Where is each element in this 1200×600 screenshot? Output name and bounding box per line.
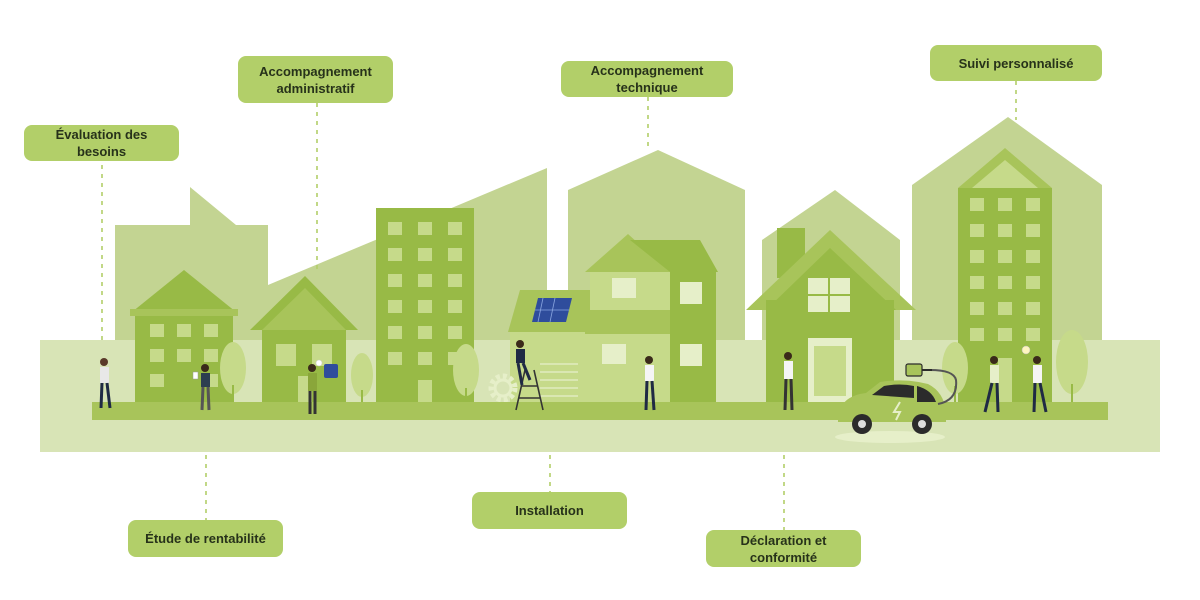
plug-icon bbox=[905, 363, 958, 405]
lightbulb-icon bbox=[315, 359, 323, 367]
person-suivi-right bbox=[1021, 345, 1048, 413]
thumbs-up-icon bbox=[324, 364, 338, 378]
step-technique-label: Accompagnement technique bbox=[561, 61, 733, 97]
step-installation-label: Installation bbox=[472, 492, 627, 529]
step-admin-label: Accompagnement administratif bbox=[238, 56, 393, 103]
step-suivi-label: Suivi personnalisé bbox=[930, 45, 1102, 81]
person-declaration bbox=[783, 352, 794, 411]
tree-icon bbox=[220, 330, 1088, 404]
person-admin bbox=[308, 359, 338, 414]
person-suivi-left bbox=[983, 356, 1000, 413]
gear-icon bbox=[488, 373, 518, 403]
sidewalk bbox=[92, 402, 1108, 420]
electric-car-icon bbox=[835, 380, 946, 443]
house-admin bbox=[250, 276, 358, 404]
house-left bbox=[130, 270, 238, 404]
person-rentabilite bbox=[192, 364, 211, 411]
ladder-icon bbox=[515, 369, 544, 411]
connector-lines bbox=[101, 81, 1017, 530]
step-evaluation-label: Évaluation des besoins bbox=[24, 125, 179, 161]
person-evaluation bbox=[99, 358, 112, 409]
solar-panel-icon bbox=[532, 297, 572, 323]
person-technician bbox=[644, 356, 656, 411]
step-declaration-label: Déclaration et conformité bbox=[706, 530, 861, 567]
house-technique bbox=[585, 234, 718, 404]
house-declaration bbox=[746, 228, 916, 404]
solar-garage bbox=[508, 290, 590, 404]
person-installer bbox=[515, 340, 544, 411]
step-rentabilite-label: Étude de rentabilité bbox=[128, 520, 283, 557]
